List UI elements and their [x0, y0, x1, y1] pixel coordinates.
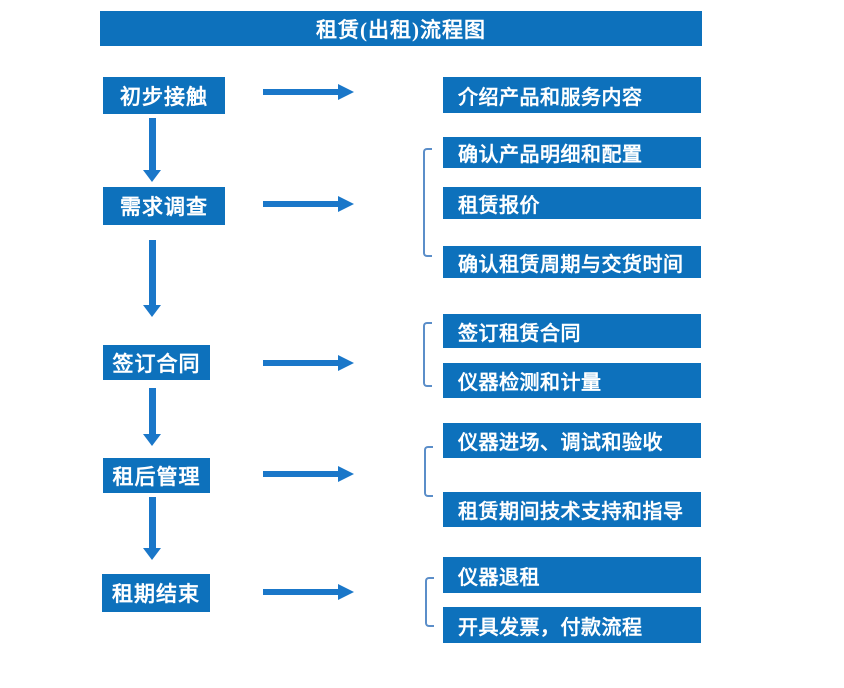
detail-box-invoice-payment: 开具发票，付款流程	[443, 607, 701, 643]
diagram-title: 租赁(出租)流程图	[100, 11, 702, 46]
arrow-head	[338, 84, 354, 100]
detail-box-introduce-products: 介绍产品和服务内容	[443, 77, 701, 113]
arrow-down-icon	[143, 118, 161, 182]
detail-box-tech-support: 租赁期间技术支持和指导	[443, 492, 701, 527]
detail-box-rental-quote: 租赁报价	[443, 187, 701, 219]
arrow-down-icon	[143, 388, 161, 446]
arrow-shaft	[263, 360, 338, 366]
step-box-demand-survey: 需求调查	[103, 187, 225, 225]
arrow-down-icon	[143, 240, 161, 317]
arrow-shaft	[148, 118, 156, 170]
step-box-rental-end: 租期结束	[102, 574, 210, 612]
arrow-down-icon	[143, 497, 161, 560]
arrow-head	[338, 584, 354, 600]
step-box-post-rental-management: 租后管理	[103, 458, 210, 493]
bracket-group-contract	[423, 322, 432, 387]
arrow-right-icon	[263, 584, 354, 600]
bracket-group-management	[424, 446, 433, 497]
bracket-group-end	[425, 577, 434, 627]
arrow-shaft	[148, 497, 156, 548]
arrow-head	[338, 466, 354, 482]
arrow-shaft	[263, 89, 338, 95]
arrow-shaft	[148, 388, 156, 434]
arrow-right-icon	[263, 196, 354, 212]
arrow-head	[338, 355, 354, 371]
step-box-initial-contact: 初步接触	[103, 77, 225, 114]
arrow-head	[143, 305, 161, 317]
detail-box-instrument-return: 仪器退租	[443, 557, 701, 593]
arrow-right-icon	[263, 355, 354, 371]
step-box-sign-contract: 签订合同	[103, 345, 210, 380]
detail-box-instrument-testing: 仪器检测和计量	[443, 363, 701, 398]
detail-box-confirm-product-details: 确认产品明细和配置	[443, 137, 701, 168]
arrow-head	[143, 548, 161, 560]
arrow-shaft	[263, 471, 338, 477]
arrow-shaft	[263, 589, 338, 595]
arrow-right-icon	[263, 84, 354, 100]
arrow-shaft	[263, 201, 338, 207]
arrow-head	[143, 170, 161, 182]
detail-box-confirm-rental-period: 确认租赁周期与交货时间	[443, 246, 701, 278]
arrow-shaft	[148, 240, 156, 305]
arrow-right-icon	[263, 466, 354, 482]
arrow-head	[143, 434, 161, 446]
arrow-head	[338, 196, 354, 212]
detail-box-instrument-setup: 仪器进场、调试和验收	[443, 423, 701, 458]
bracket-group-demand	[423, 148, 432, 257]
detail-box-sign-rental-contract: 签订租赁合同	[443, 314, 701, 348]
